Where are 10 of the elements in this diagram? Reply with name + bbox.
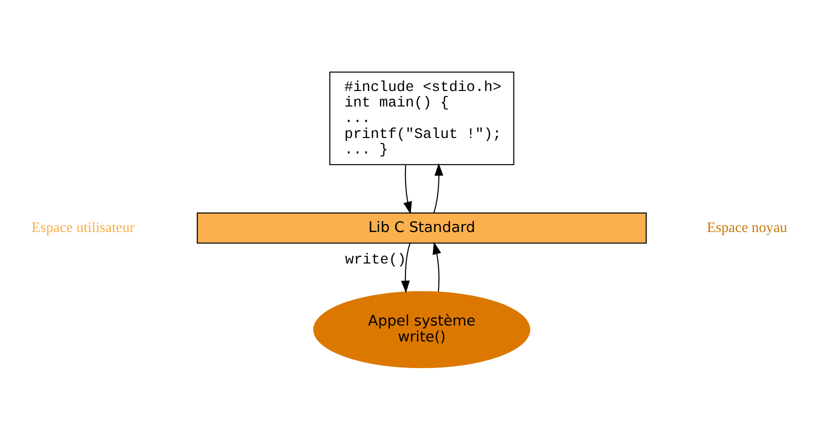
- arrow: [403, 164, 412, 214]
- label: Espace utilisateur: [32, 220, 134, 236]
- arrow: [401, 243, 410, 294]
- edge-label: write(): [345, 252, 406, 269]
- arrow: [433, 163, 444, 213]
- node-box: Lib C Standard: [196, 212, 647, 244]
- label: Espace noyau: [706, 220, 788, 236]
- arrow: [432, 242, 442, 292]
- node-ellipse: Appel système write(): [313, 291, 530, 368]
- node-box: #include <stdio.h> int main() { ... printf("Salut !"); ... }: [329, 72, 514, 166]
